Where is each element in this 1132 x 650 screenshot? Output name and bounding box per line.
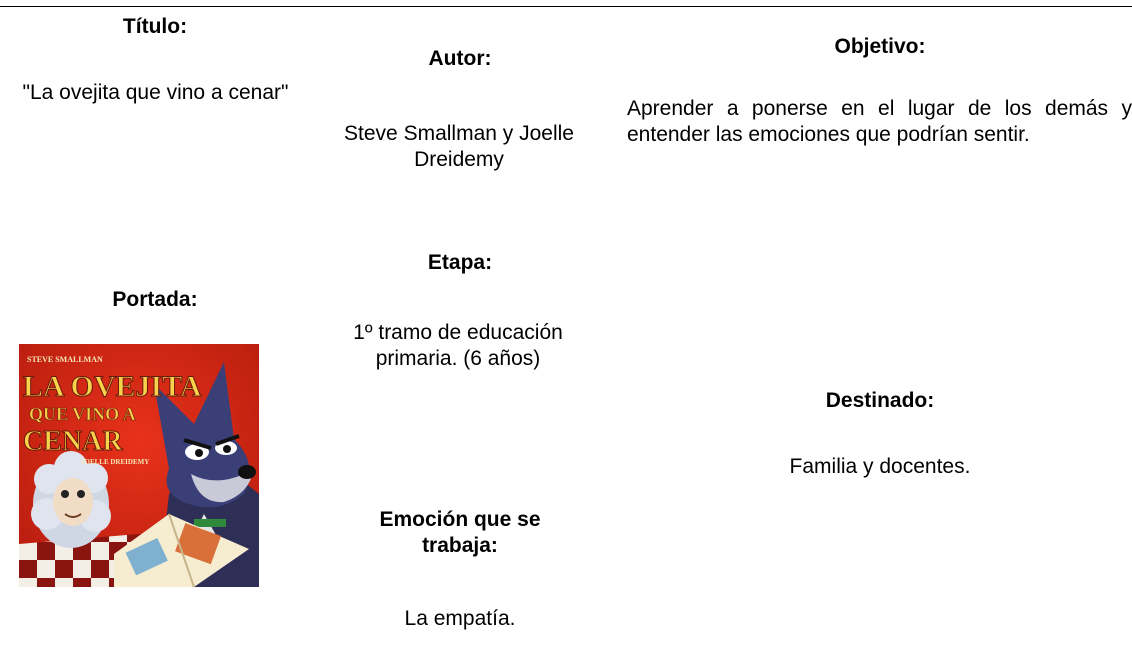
top-rule	[0, 6, 1132, 7]
autor-value: Steve Smallman y Joelle Dreidemy	[344, 122, 574, 171]
portada-heading: Portada:	[112, 288, 198, 311]
etapa-value: 1º tramo de educación primaria. (6 años)	[353, 321, 563, 370]
objetivo-heading: Objetivo:	[834, 35, 926, 58]
autor-heading: Autor:	[428, 47, 492, 70]
cover-title-line2: QUE VINO A	[29, 404, 136, 424]
titulo-heading: Título:	[122, 15, 188, 38]
destinado-heading: Destinado:	[825, 389, 935, 412]
etapa-heading: Etapa:	[427, 251, 493, 274]
objetivo-value: Aprender a ponerse en el lugar de los de…	[627, 97, 1132, 146]
cover-author-text: STEVE SMALLMAN	[27, 355, 103, 364]
destinado-value: Familia y docentes.	[789, 455, 971, 478]
book-cover-image: STEVE SMALLMAN LA OVEJITA QUE VINO A CEN…	[19, 344, 259, 587]
cover-illustrator-text: JOELLE DREIDEMY	[81, 458, 149, 466]
cover-title-line1: LA OVEJITA	[23, 370, 202, 403]
titulo-value: "La ovejita que vino a cenar"	[22, 81, 289, 104]
emocion-value: La empatía.	[404, 607, 516, 630]
cover-title-line3: CENAR	[23, 426, 123, 457]
emocion-heading: Emoción que se trabaja:	[379, 508, 541, 557]
